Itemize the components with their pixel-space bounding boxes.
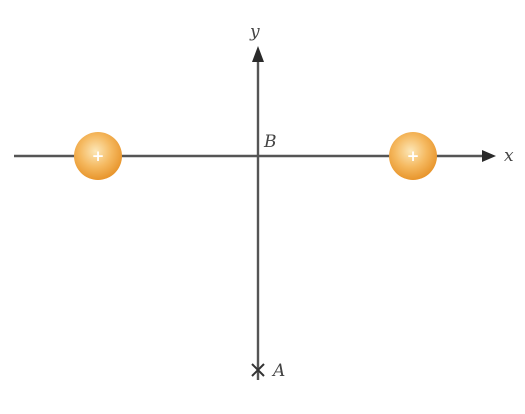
x-axis-label: x (504, 146, 514, 166)
charge-left-sphere (74, 132, 122, 180)
point-a-marker (251, 363, 265, 377)
point-label-a: A (271, 361, 285, 381)
charge-left: + (74, 132, 122, 180)
x-axis-arrowhead (482, 150, 496, 162)
charge-left-sign: + (92, 147, 105, 165)
charge-right-sign: + (407, 147, 420, 165)
point-label-b: B (263, 132, 277, 152)
y-axis-label: y (249, 22, 260, 42)
charge-right: + (389, 132, 437, 180)
charge-right-sphere (389, 132, 437, 180)
y-axis-arrowhead (252, 46, 264, 62)
